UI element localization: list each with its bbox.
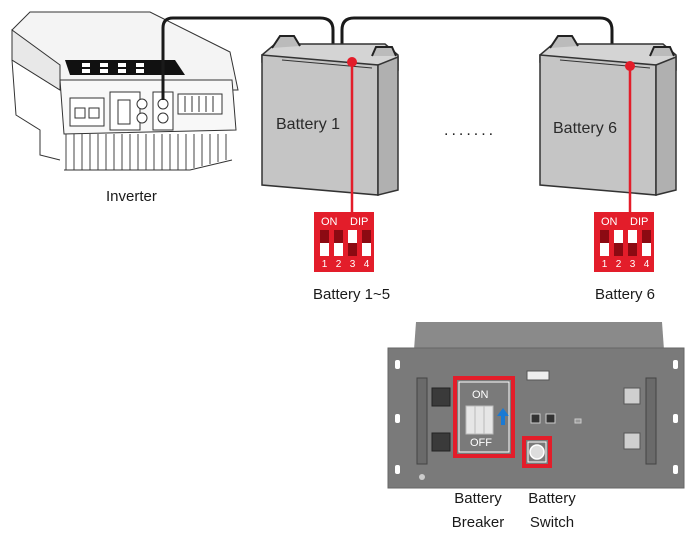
dip-number: 1 [321,259,328,270]
battery-switch[interactable] [522,436,552,468]
dip-switch-1[interactable] [600,230,609,256]
dip-number: 4 [363,259,370,270]
dip-on-label: ON [321,216,338,228]
dip-switch-2[interactable] [334,230,343,256]
breaker-off-label: OFF [470,437,492,449]
dip-switch-4[interactable] [642,230,651,256]
dip-number: 4 [643,259,650,270]
switch-caption-line2: Switch [529,514,575,531]
dip-number: 1 [601,259,608,270]
switch-caption-line1: Battery [528,490,576,507]
ellipsis: ....... [444,122,497,139]
dip-switch-2[interactable] [614,230,623,256]
breaker-caption-line2: Breaker [451,514,505,531]
dip-switch-3[interactable] [348,230,357,256]
dip-dip-label: DIP [630,216,649,228]
battery-1-label: Battery 1 [276,116,341,133]
switch-caption: Battery Switch [520,487,584,535]
dip-switch-3[interactable] [628,230,637,256]
breaker-caption: Battery Breaker [446,487,510,535]
dip-switch-battery-1-5: ON DIP 1 2 3 4 [314,212,374,272]
battery-front-panel [387,322,685,489]
dip-switch-1[interactable] [320,230,329,256]
battery-1-unit [261,35,399,196]
battery-6-label: Battery 6 [553,120,618,137]
battery-6-unit [539,35,677,196]
up-arrow-icon [497,408,509,425]
dip-on-label: ON [601,216,618,228]
dip-number: 3 [629,259,636,270]
dip-dip-label: DIP [350,216,369,228]
inverter-label: Inverter [106,188,157,205]
communication-cables [161,16,614,100]
dip-number: 2 [335,259,342,270]
dip-number: 2 [615,259,622,270]
dip-switch-4[interactable] [362,230,371,256]
breaker-on-label: ON [472,389,489,401]
dip-number: 3 [349,259,356,270]
dip-caption-battery-6: Battery 6 [595,286,656,303]
inverter-unit [11,11,239,171]
dip-leader-lines [347,57,635,212]
breaker-caption-line1: Battery [454,490,502,507]
battery-breaker[interactable] [453,376,515,458]
dip-switch-battery-6: ON DIP 1 2 3 4 [594,212,654,272]
dip-caption-battery-1-5: Battery 1~5 [313,286,391,303]
